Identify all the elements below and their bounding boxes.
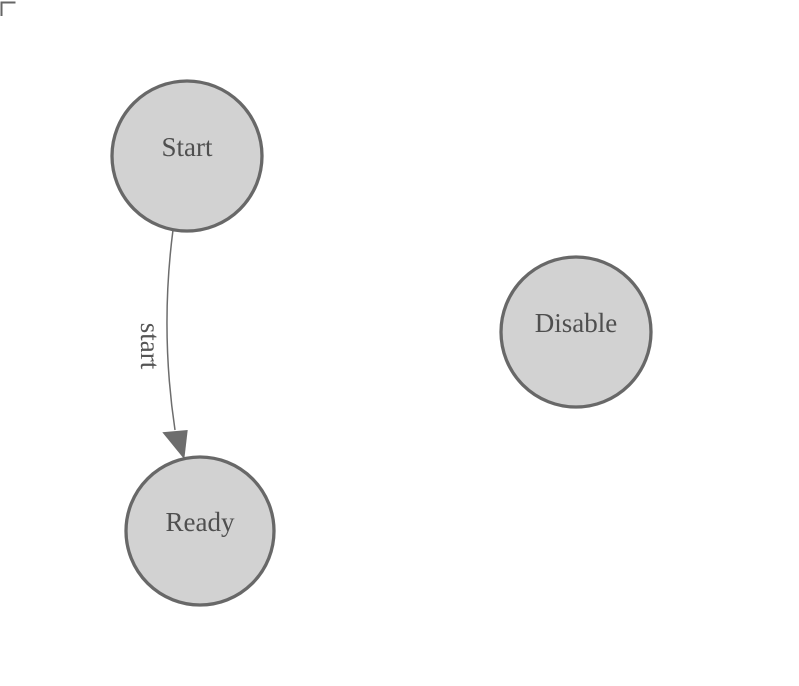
transition-label: start (135, 323, 165, 370)
state-node-ready: Ready (124, 455, 276, 607)
transition-edge-start-ready: start (135, 229, 188, 460)
canvas-corner-mark (0, 1, 16, 16)
state-label-start: Start (162, 132, 213, 162)
state-circle-start[interactable] (110, 79, 264, 233)
transition-arrowhead-icon[interactable] (162, 430, 188, 460)
state-label-disable: Disable (535, 308, 617, 338)
state-node-start: Start (110, 79, 264, 233)
transition-path[interactable] (166, 229, 176, 431)
state-circle-disable[interactable] (499, 255, 653, 409)
state-circle-ready[interactable] (124, 455, 276, 607)
state-label-ready: Ready (166, 507, 235, 537)
state-node-disable: Disable (499, 255, 653, 409)
